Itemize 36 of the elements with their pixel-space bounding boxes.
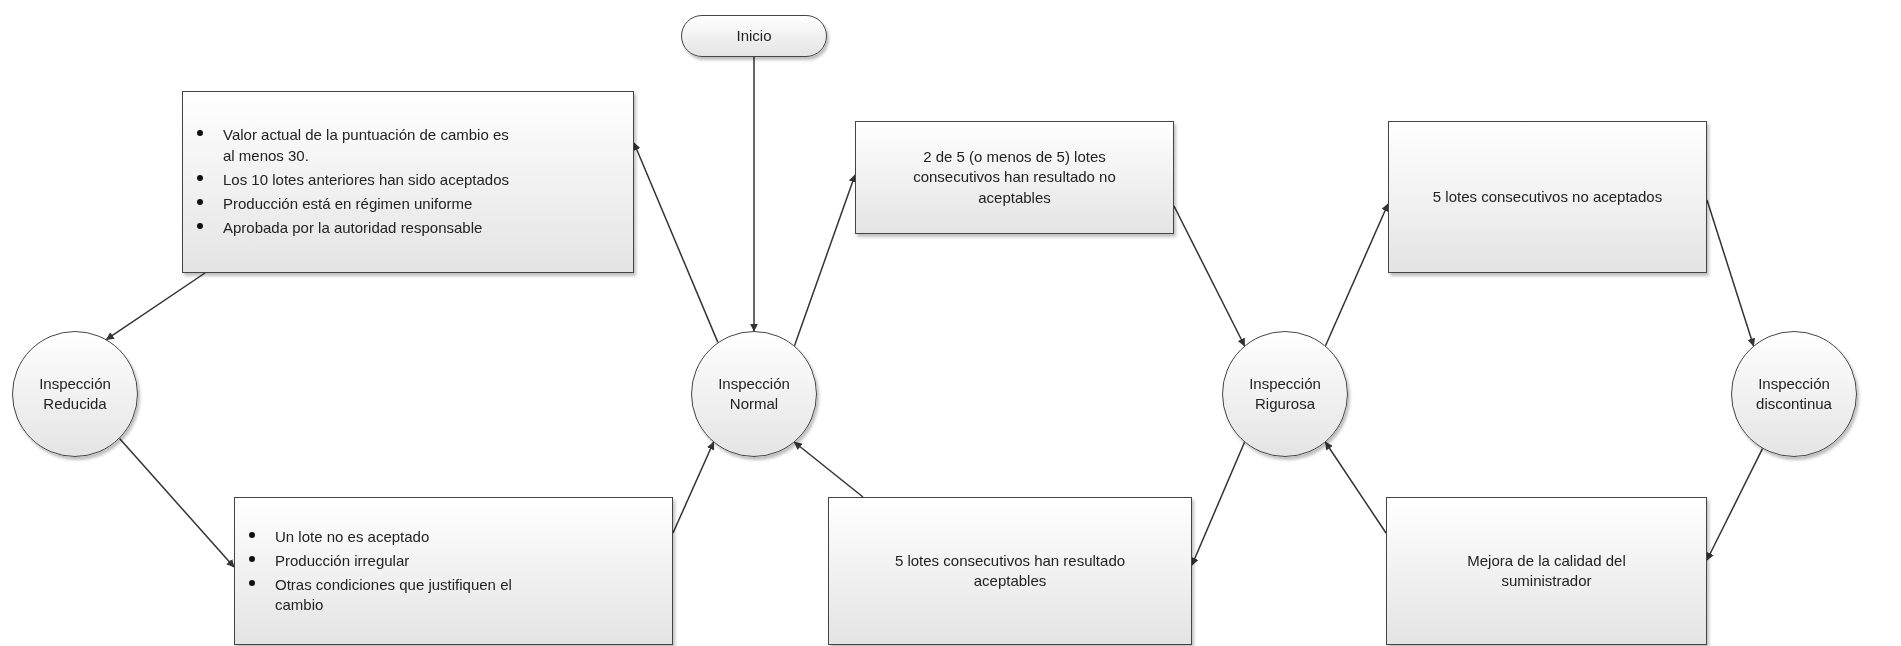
node-label: 5 lotes consecutivos no aceptados [1432,186,1663,207]
list-item-text: Aprobada por la autoridad responsable [223,218,483,239]
list-item-text: Los 10 lotes anteriores han sido aceptados [223,169,510,190]
arrow [1324,441,1387,534]
arrow [750,56,758,332]
arrow [1706,447,1764,561]
arrow [793,441,864,498]
arrow [633,142,719,344]
list-item-text: Valor actual de la puntuación de cambio es al menos 30. [223,125,510,166]
node-label: Inspección discontinua [1755,373,1833,414]
arrow [793,174,857,347]
list-item-text: Un lote no es aceptado [275,526,430,547]
start-terminal [681,15,827,57]
condition-list-box [182,91,634,273]
node-label: 2 de 5 (o menos de 5) lotes consecutivos han resultado no aceptables [912,147,1117,208]
condition-box [1388,121,1707,273]
node-label: Mejora de la calidad del suministrador [1466,550,1627,591]
list-item-text: Producción está en régimen uniforme [223,194,473,215]
node-label: 5 lotes consecutivos han resultado aceptables [893,550,1127,591]
arrow [1173,205,1246,347]
node-label: Inspección Reducida [38,373,112,414]
node-label: Inspección Rigurosa [1248,373,1322,414]
arrow [1706,199,1756,347]
condition-box [1386,497,1707,645]
node-label: Inspección Normal [717,373,791,414]
arrow [1324,203,1389,347]
arrow [672,441,715,534]
condition-box [855,121,1174,234]
arrow [1191,441,1246,566]
node-label: Inicio [736,25,772,46]
list-item-text: Otras condiciones que justifiquen el cambio [275,575,513,616]
arrow [105,272,206,341]
list-item-text: Producción irregular [275,550,410,571]
condition-list-box [234,497,673,645]
arrow [118,437,235,568]
condition-box [828,497,1192,645]
